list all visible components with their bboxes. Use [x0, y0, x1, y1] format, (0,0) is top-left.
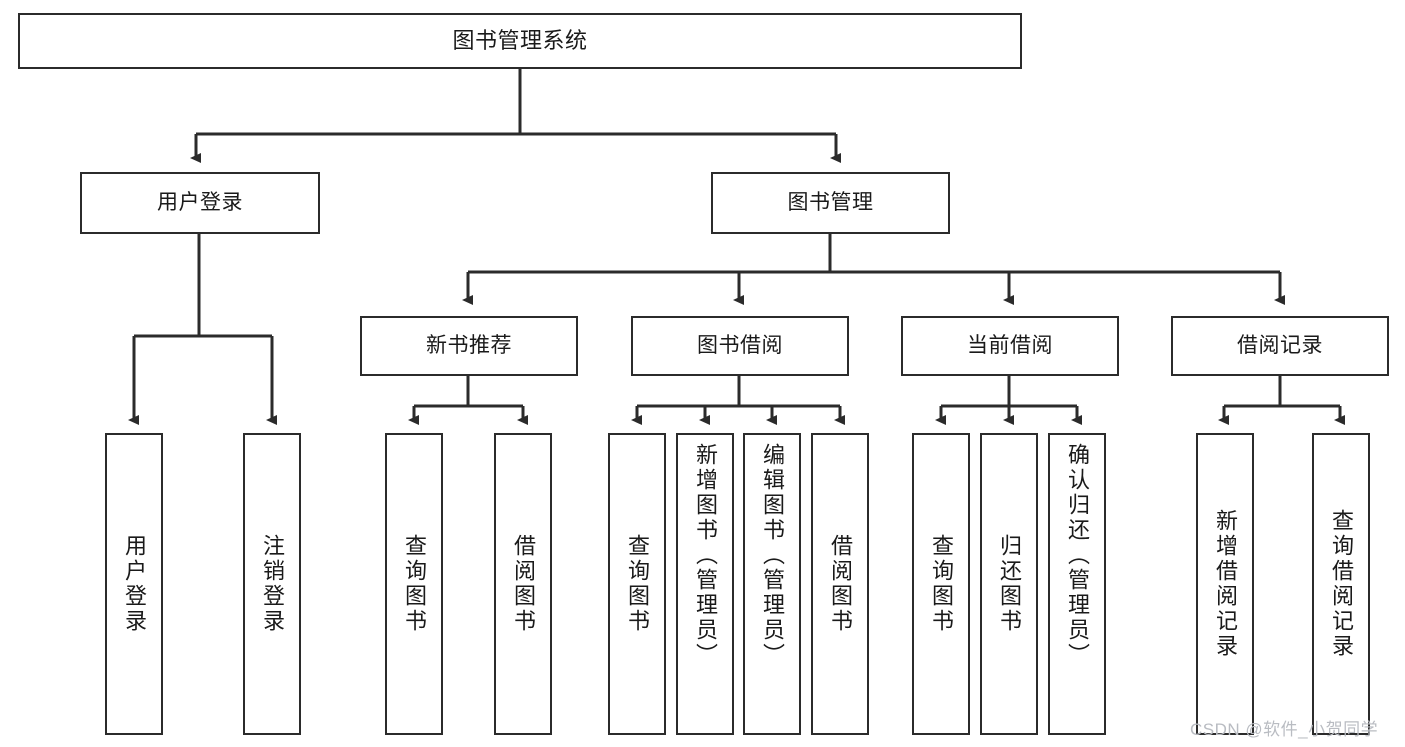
leaf-edit-book-admin[interactable]: 编辑图书（管理员） — [743, 433, 801, 735]
leaf-logout[interactable]: 注销登录 — [243, 433, 301, 735]
node-label: 编辑图书（管理员） — [760, 443, 785, 668]
node-root-book-management-system[interactable]: 图书管理系统 — [18, 13, 1022, 69]
leaf-return-book[interactable]: 归还图书 — [980, 433, 1038, 735]
leaf-borrow-book[interactable]: 借阅图书 — [811, 433, 869, 735]
node-label: 归还图书 — [997, 534, 1022, 634]
node-label: 借阅图书 — [828, 534, 853, 634]
node-label: 图书管理 — [787, 190, 874, 214]
leaf-user-login[interactable]: 用户登录 — [105, 433, 163, 735]
node-label: 当前借阅 — [967, 333, 1053, 357]
node-user-login[interactable]: 用户登录 — [80, 172, 320, 234]
node-label: 借阅图书 — [511, 534, 536, 634]
node-label: 借阅记录 — [1237, 333, 1323, 357]
node-label: 图书借阅 — [697, 333, 783, 357]
leaf-add-borrow-record[interactable]: 新增借阅记录 — [1196, 433, 1254, 735]
node-borrow-record[interactable]: 借阅记录 — [1171, 316, 1389, 376]
node-label: 查询图书 — [402, 534, 427, 634]
leaf-add-book-admin[interactable]: 新增图书（管理员） — [676, 433, 734, 735]
node-label: 新增图书（管理员） — [693, 443, 718, 668]
node-new-book-recommend[interactable]: 新书推荐 — [360, 316, 578, 376]
watermark: CSDN @软件_小贺同学 — [1190, 720, 1379, 739]
node-book-borrow[interactable]: 图书借阅 — [631, 316, 849, 376]
node-label: 用户登录 — [157, 190, 243, 214]
node-label: 图书管理系统 — [452, 28, 588, 54]
leaf-query-book-new[interactable]: 查询图书 — [385, 433, 443, 735]
node-current-borrow[interactable]: 当前借阅 — [901, 316, 1119, 376]
node-label: 查询图书 — [625, 534, 650, 634]
node-label: 查询借阅记录 — [1329, 509, 1354, 659]
leaf-query-book-borrow[interactable]: 查询图书 — [608, 433, 666, 735]
node-label: 新增借阅记录 — [1213, 509, 1238, 659]
node-label: 注销登录 — [260, 534, 285, 634]
node-label: 新书推荐 — [426, 333, 512, 357]
node-label: 查询图书 — [929, 534, 954, 634]
leaf-query-borrow-record[interactable]: 查询借阅记录 — [1312, 433, 1370, 735]
node-label: 确认归还（管理员） — [1065, 443, 1090, 668]
leaf-confirm-return-admin[interactable]: 确认归还（管理员） — [1048, 433, 1106, 735]
node-book-management[interactable]: 图书管理 — [711, 172, 950, 234]
leaf-borrow-book-new[interactable]: 借阅图书 — [494, 433, 552, 735]
node-label: 用户登录 — [122, 534, 147, 634]
leaf-query-book-current[interactable]: 查询图书 — [912, 433, 970, 735]
